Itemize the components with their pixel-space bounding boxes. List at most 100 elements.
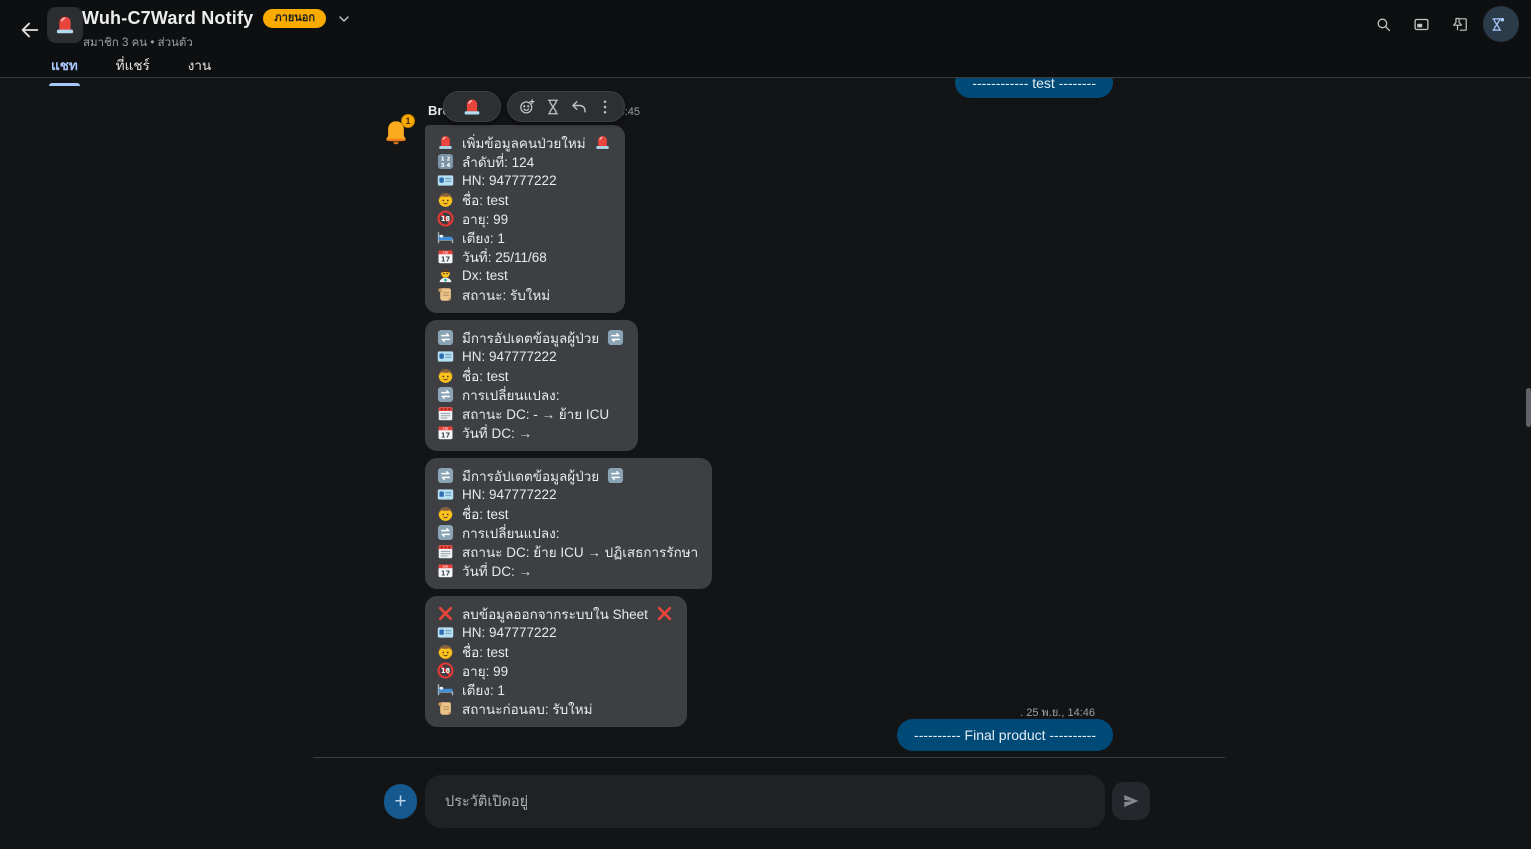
- picture-in-picture-button[interactable]: [1407, 6, 1443, 42]
- message-line-text: อายุ: 99: [462, 663, 509, 679]
- external-badge: ภายนอก: [263, 9, 327, 28]
- add-reaction-button[interactable]: [514, 94, 540, 120]
- siren-icon: [462, 97, 482, 117]
- message-line-text: ชื่อ: test: [462, 368, 509, 384]
- message-line: ชื่อ: test: [437, 642, 673, 661]
- message-line-text: วันที่ DC: →: [462, 563, 532, 579]
- cross-icon: [656, 605, 673, 622]
- reply-button[interactable]: [566, 94, 592, 120]
- id-card-icon: [437, 348, 454, 365]
- room-header: Wuh-C7Ward Notify ภายนอก สมาชิก 3 คน • ส…: [0, 0, 1531, 86]
- hourglass-dot-icon: [1487, 14, 1507, 34]
- message-line: การเปลี่ยนแปลง:: [437, 523, 698, 542]
- back-button[interactable]: [12, 12, 48, 48]
- pin-button[interactable]: [1445, 6, 1481, 42]
- message-line: สถานะ: รับใหม่: [437, 285, 611, 304]
- send-button[interactable]: [1112, 782, 1150, 820]
- avatar-notification-badge: 1: [401, 114, 415, 128]
- message-actions-pill: [507, 91, 625, 122]
- message-line: HN: 947777222: [437, 347, 624, 366]
- arrows-icon: [607, 467, 624, 484]
- sender-avatar[interactable]: 1: [381, 114, 415, 148]
- room-title: Wuh-C7Ward Notify: [82, 8, 254, 28]
- scrollbar-thumb[interactable]: [1526, 388, 1531, 427]
- message-line-text: ลำดับที่: 124: [462, 154, 535, 170]
- message-line: สถานะ DC: ย้าย ICU → ปฏิเสธการรักษา: [437, 542, 698, 561]
- message-line: ชื่อ: test: [437, 366, 624, 385]
- reply-icon: [570, 98, 588, 116]
- more-vert-icon: [596, 98, 614, 116]
- arrows-icon: [437, 467, 454, 484]
- message-line: การเปลี่ยนแปลง:: [437, 385, 624, 404]
- quick-reaction-button[interactable]: [443, 91, 501, 122]
- message-line-text: การเปลี่ยนแปลง:: [462, 525, 560, 541]
- message-hover-toolbar: [443, 91, 625, 122]
- message-line-text: ชื่อ: test: [462, 192, 509, 208]
- arrows-icon: [437, 524, 454, 541]
- room-tabs: แชท ที่แชร์ งาน: [47, 50, 215, 86]
- arrows-icon: [437, 329, 454, 346]
- scroll-icon: [437, 286, 454, 303]
- message-line: เตียง: 1: [437, 680, 673, 699]
- add-content-button[interactable]: +: [384, 784, 417, 819]
- message-line-text: สถานะ: รับใหม่: [462, 287, 551, 303]
- message-line-text: HN: 947777222: [462, 349, 557, 364]
- own-message-meta: . 25 พ.ย., 14:46: [1020, 707, 1095, 719]
- more-options-button[interactable]: [592, 94, 618, 120]
- chevron-down-icon[interactable]: [336, 11, 352, 27]
- history-button[interactable]: [1483, 6, 1519, 42]
- message-line: ชื่อ: test: [437, 504, 698, 523]
- message-line: เตียง: 1: [437, 228, 611, 247]
- message-line-text: การเปลี่ยนแปลง:: [462, 387, 560, 403]
- message-line: สถานะก่อนลบ: รับใหม่: [437, 699, 673, 718]
- bed-icon: [437, 681, 454, 698]
- room-avatar[interactable]: [47, 7, 83, 43]
- message-line-text: เพิ่มข้อมูลคนป่วยใหม่: [462, 135, 586, 151]
- svg-text:July: July: [442, 565, 449, 569]
- message-line-text: HN: 947777222: [462, 625, 557, 640]
- svg-text:17: 17: [441, 569, 451, 577]
- message-line-text: วันที่: 25/11/68: [462, 249, 547, 265]
- svg-text:July: July: [442, 251, 449, 255]
- message-line: HN: 947777222: [437, 171, 611, 190]
- bell-notification-icon: [381, 121, 411, 152]
- arrows-icon: [607, 329, 624, 346]
- room-subtitle: สมาชิก 3 คน • ส่วนตัว: [83, 37, 193, 49]
- search-button[interactable]: [1369, 6, 1405, 42]
- own-message-text: ------------ test --------: [972, 74, 1096, 91]
- arrows-icon: [437, 386, 454, 403]
- message-input[interactable]: [425, 775, 1105, 828]
- svg-text:18: 18: [441, 215, 451, 223]
- bed-icon: [437, 229, 454, 246]
- message-line: สถานะ DC: - → ย้าย ICU: [437, 404, 624, 423]
- tab-chat[interactable]: แชท: [47, 50, 82, 86]
- header-actions: [1369, 6, 1519, 42]
- message-line-text: Dx: test: [462, 268, 508, 283]
- message-line-text: ชื่อ: test: [462, 644, 509, 660]
- tab-tasks[interactable]: งาน: [187, 58, 212, 73]
- own-message-text: ---------- Final product ----------: [914, 727, 1096, 743]
- message-line: มีการอัปเดตข้อมูลผู้ป่วย: [437, 466, 698, 485]
- message-line: HN: 947777222: [437, 623, 673, 642]
- message-line-text: สถานะก่อนลบ: รับใหม่: [462, 701, 593, 717]
- emoji-add-icon: [518, 98, 536, 116]
- no-18-icon: 18: [437, 210, 454, 227]
- person-icon: [437, 191, 454, 208]
- own-message-bubble-final[interactable]: ---------- Final product ----------: [897, 719, 1113, 751]
- message-line-text: สถานะ DC: ย้าย ICU → ปฏิเสธการรักษา: [462, 544, 699, 560]
- message-line-text: เตียง: 1: [462, 230, 505, 246]
- search-icon: [1373, 14, 1393, 34]
- pip-icon: [1411, 14, 1431, 34]
- tab-shared[interactable]: ที่แชร์: [115, 58, 150, 73]
- person-icon: [437, 367, 454, 384]
- expiring-message-button[interactable]: [540, 94, 566, 120]
